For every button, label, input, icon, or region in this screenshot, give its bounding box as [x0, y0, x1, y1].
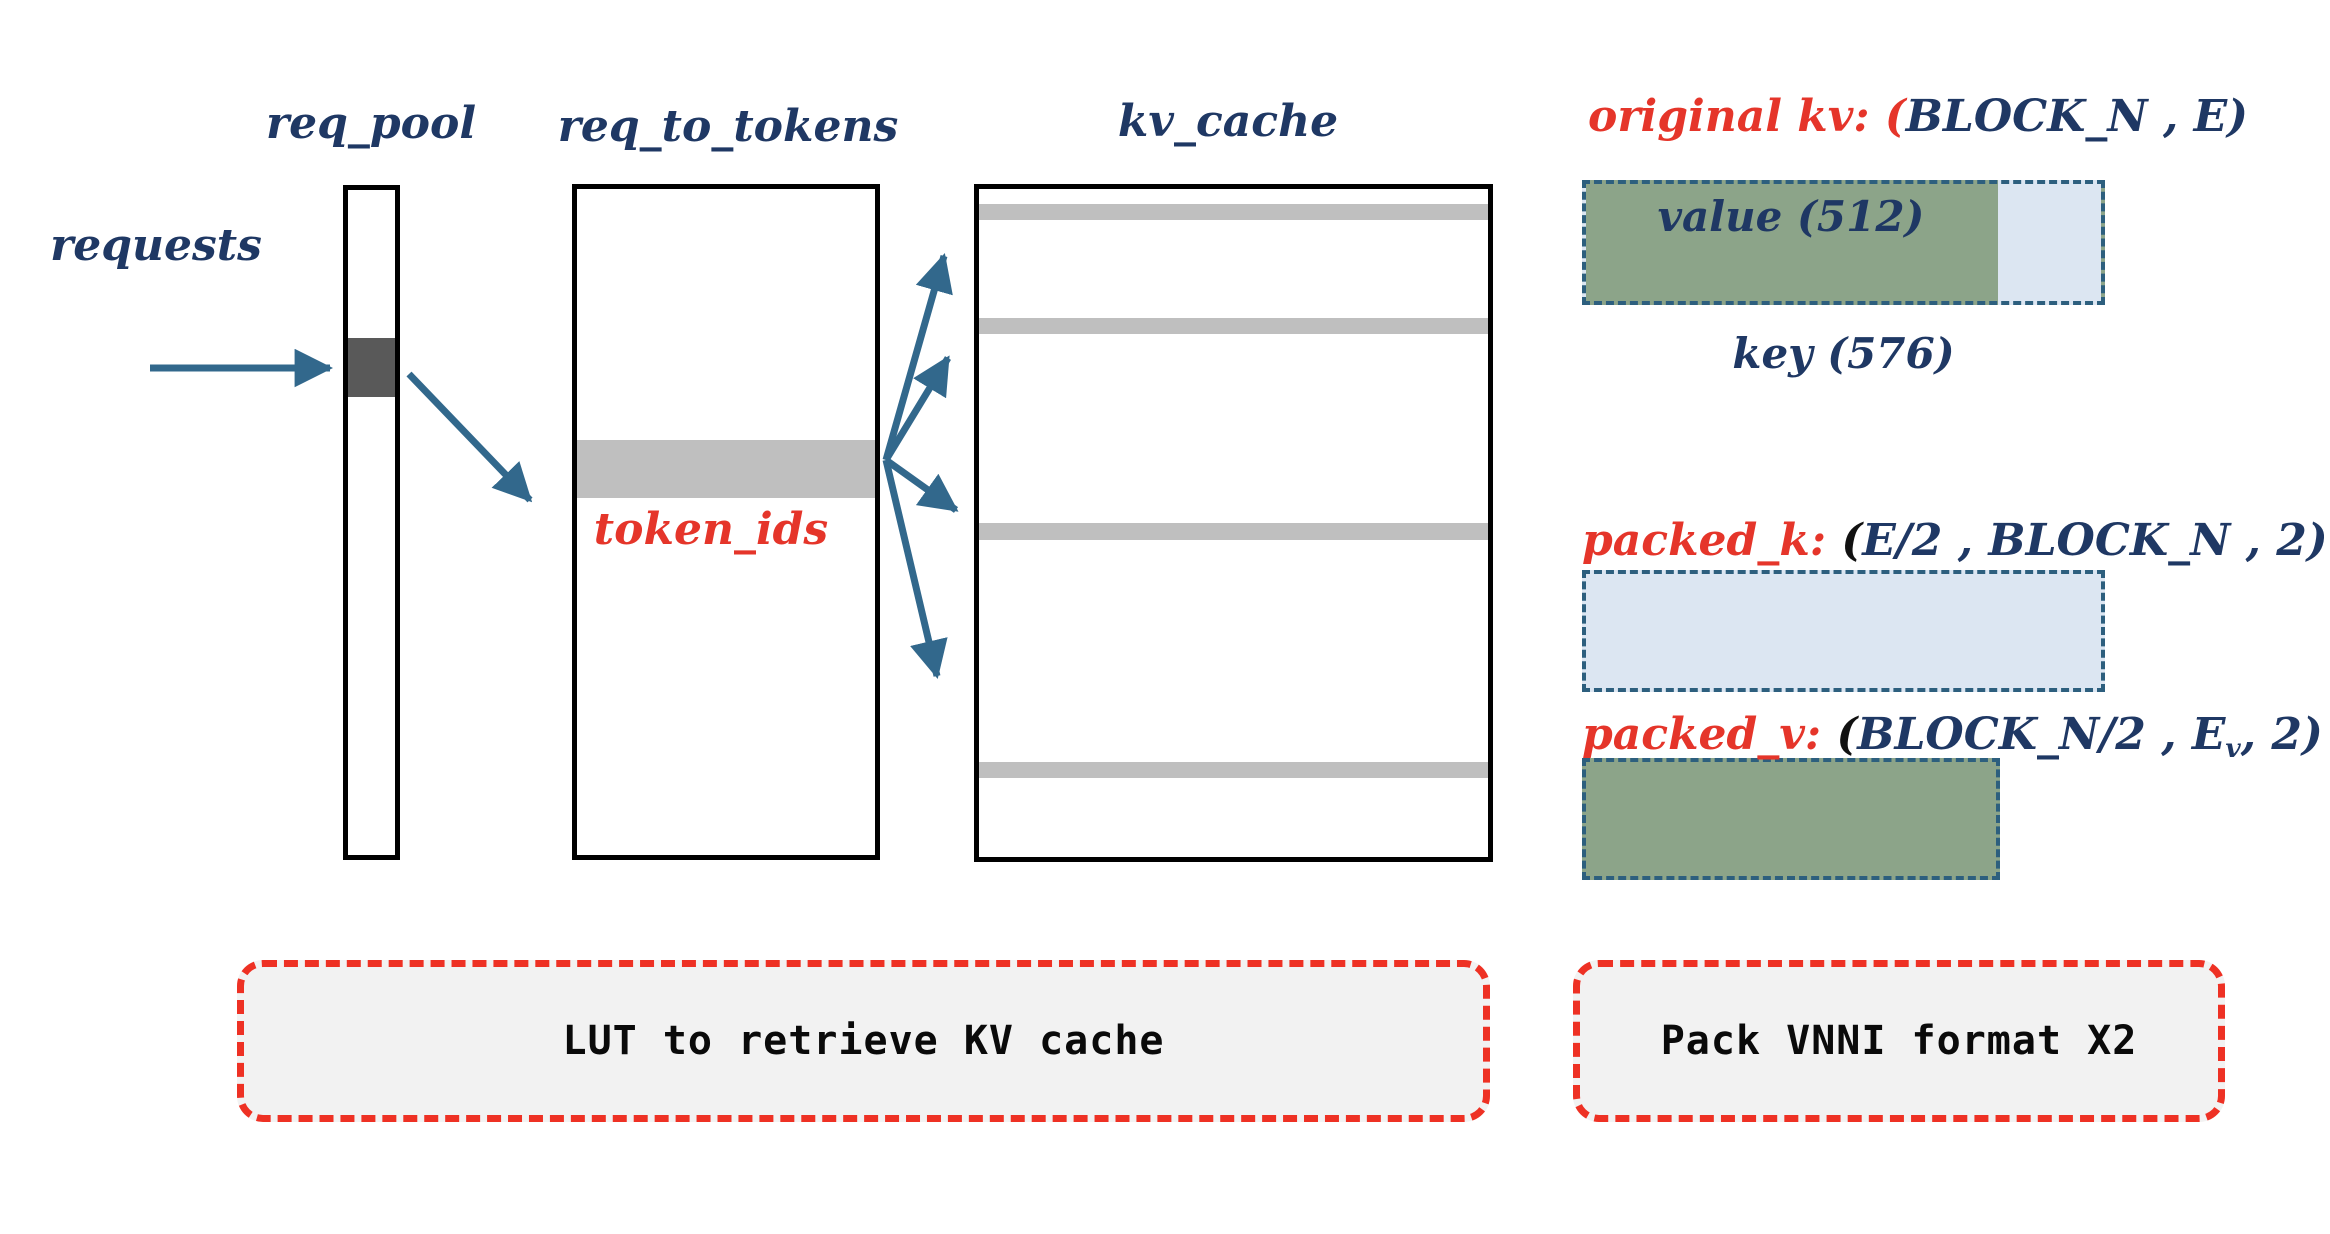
req-to-tokens-box — [572, 184, 880, 860]
vnni-callout-text: Pack VNNI format X2 — [1660, 1018, 2138, 1064]
kv-cache-title: kv_cache — [1117, 96, 1339, 147]
original-kv-label: original kv: (BLOCK_N , E) — [1588, 95, 2248, 139]
original-kv-open-paren: ( — [1884, 91, 1906, 142]
packed-k-name: packed_k — [1582, 515, 1810, 566]
kv-cache-row-marker-1 — [979, 204, 1488, 220]
req-to-tokens-title: req_to_tokens — [557, 101, 899, 152]
value-label: value (512) — [1657, 192, 1925, 241]
req-pool-title: req_pool — [265, 98, 477, 149]
packed-v-colon: : — [1804, 709, 1837, 760]
packed-v-dims-post: , 2) — [2240, 709, 2323, 760]
kv-cache-box — [974, 184, 1493, 862]
original-kv-dims: BLOCK_N , E) — [1905, 91, 2248, 142]
packed-k-label: packed_k: (E/2 , BLOCK_N , 2) — [1582, 519, 2328, 563]
tokens-to-kvcache-arrow-2 — [883, 355, 951, 462]
packed-k-box — [1582, 570, 2105, 692]
token-ids-label: token_ids — [593, 504, 829, 555]
packed-v-dims-pre: BLOCK_N/2 , E — [1857, 709, 2226, 760]
vnni-callout-box: Pack VNNI format X2 — [1573, 960, 2225, 1122]
requests-label: requests — [50, 220, 262, 271]
key-label: key (576) — [1732, 329, 1955, 378]
reqpool-to-tokens-arrow — [406, 371, 533, 503]
original-kv-box — [1582, 180, 2105, 305]
packed-v-label: packed_v: (BLOCK_N/2 , Ev, 2) — [1582, 713, 2323, 762]
tokens-to-kvcache-arrow-3 — [883, 457, 959, 513]
kv-cache-row-marker-3 — [979, 523, 1488, 540]
req-pool-box — [343, 185, 400, 860]
packed-v-open-paren: ( — [1836, 709, 1858, 760]
lut-callout-text: LUT to retrieve KV cache — [562, 1018, 1165, 1064]
original-kv-colon: : — [1853, 91, 1885, 142]
packed-v-dims-subscript: v — [2225, 732, 2241, 764]
kv-cache-row-marker-2 — [979, 318, 1488, 334]
tokens-to-kvcache-arrow-4 — [882, 459, 948, 679]
packed-v-box — [1582, 758, 2000, 880]
packed-k-dims: E/2 , BLOCK_N , 2) — [1862, 515, 2328, 566]
req-pool-active-cell — [348, 338, 395, 397]
lut-callout-box: LUT to retrieve KV cache — [237, 960, 1490, 1122]
tokens-to-kvcache-arrow-1 — [882, 253, 953, 461]
packed-v-name: packed_v — [1582, 709, 1805, 760]
packed-k-colon: : — [1809, 515, 1842, 566]
packed-k-open-paren: ( — [1841, 515, 1863, 566]
original-kv-name: original kv — [1588, 91, 1854, 142]
kv-cache-row-marker-4 — [979, 762, 1488, 778]
token-ids-row — [577, 440, 875, 498]
